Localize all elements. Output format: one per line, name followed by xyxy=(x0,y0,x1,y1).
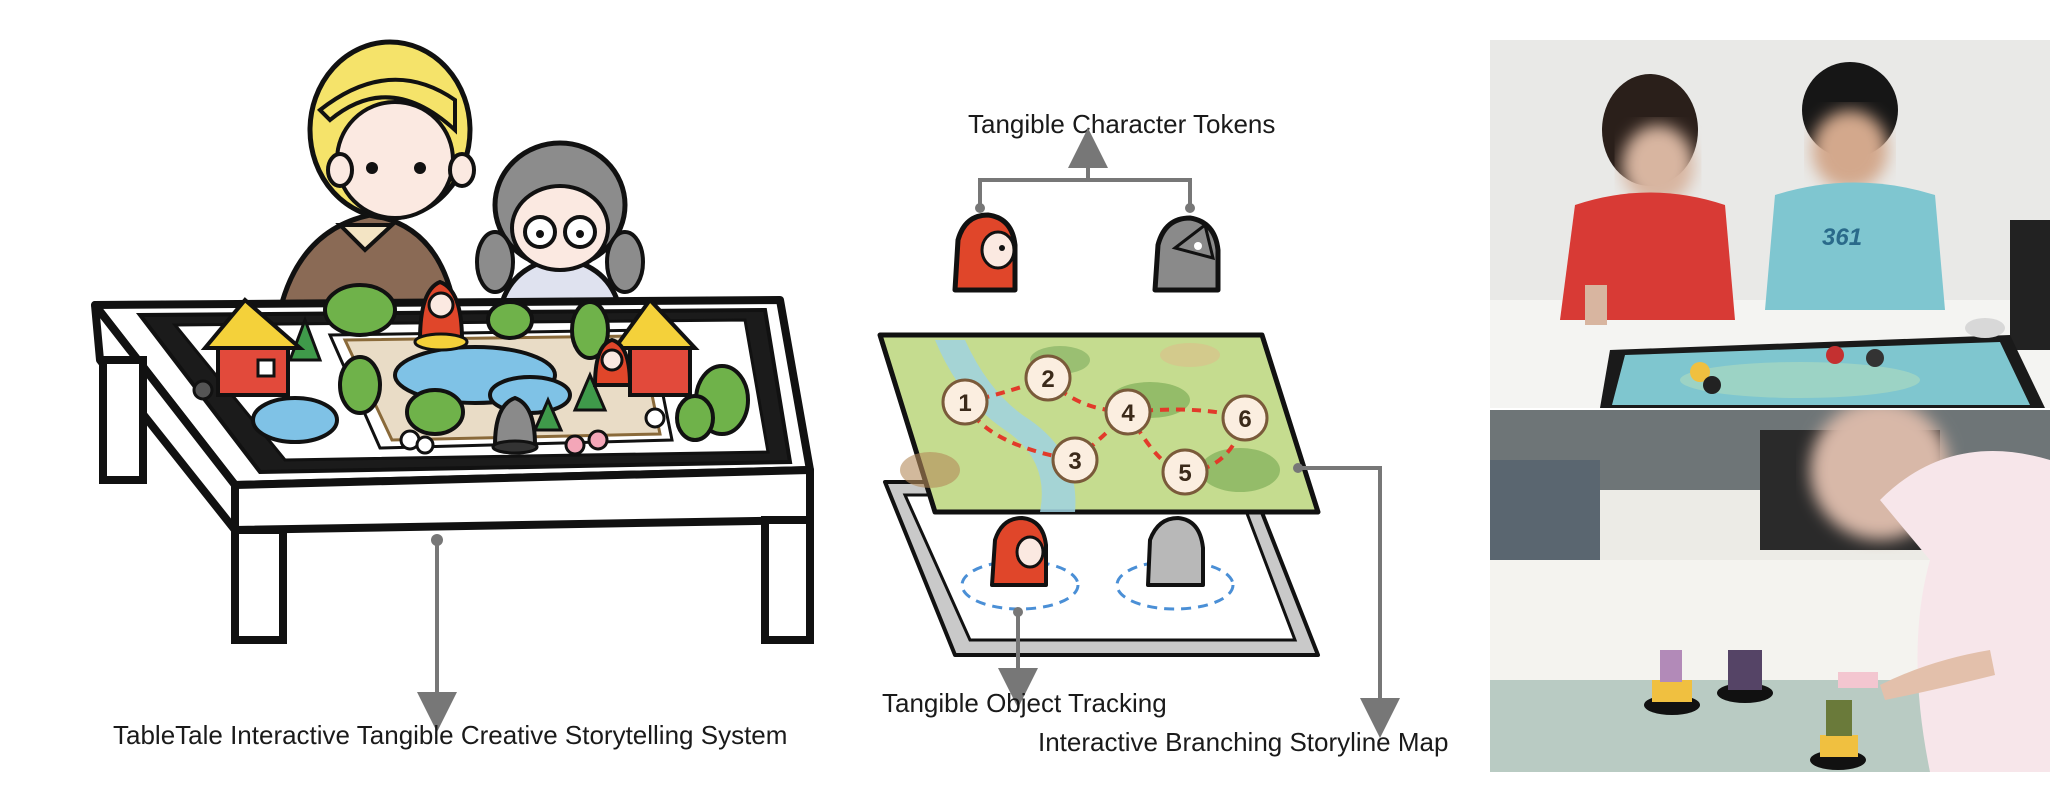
svg-text:3: 3 xyxy=(1068,448,1081,475)
red-hood-token-table xyxy=(413,279,469,352)
table-illustration xyxy=(91,39,814,644)
tracking-ring-1 xyxy=(960,559,1080,611)
storyline-arrow xyxy=(1298,466,1400,738)
storyline-map-layer: 1 2 3 4 5 6 xyxy=(877,332,1321,515)
tracking-label: Tangible Object Tracking xyxy=(882,688,1167,718)
story-node-2: 2 xyxy=(1024,354,1072,402)
svg-text:2: 2 xyxy=(1041,366,1054,393)
story-node-1: 1 xyxy=(941,378,989,426)
svg-text:361: 361 xyxy=(1822,224,1862,251)
tokens-label: Tangible Character Tokens xyxy=(968,109,1275,139)
house-left xyxy=(200,297,306,397)
story-node-4: 4 xyxy=(1104,388,1152,436)
photo-child-with-tokens xyxy=(1490,410,2050,772)
story-node-3: 3 xyxy=(1051,436,1099,484)
svg-text:4: 4 xyxy=(1121,400,1135,427)
svg-text:6: 6 xyxy=(1238,406,1251,433)
red-hood-token-table-2 xyxy=(592,337,633,387)
svg-text:5: 5 xyxy=(1178,460,1191,487)
adult-character xyxy=(276,39,476,313)
tokens-bracket xyxy=(978,128,1192,208)
story-node-5: 5 xyxy=(1161,448,1209,496)
red-hood-token-icon xyxy=(952,212,1018,293)
wolf-token-icon xyxy=(1152,215,1221,293)
child-character xyxy=(475,140,645,313)
house-right xyxy=(611,296,700,397)
wolf-token-table xyxy=(491,395,539,455)
system-label: TableTale Interactive Tangible Creative … xyxy=(113,720,787,750)
tracking-ring-2 xyxy=(1115,559,1235,611)
photo-children-at-table: 361 xyxy=(1490,40,2050,408)
svg-text:1: 1 xyxy=(958,390,971,417)
storyline-label: Interactive Branching Storyline Map xyxy=(1038,727,1448,757)
tracking-layer xyxy=(883,480,1320,657)
story-node-6: 6 xyxy=(1221,394,1269,442)
